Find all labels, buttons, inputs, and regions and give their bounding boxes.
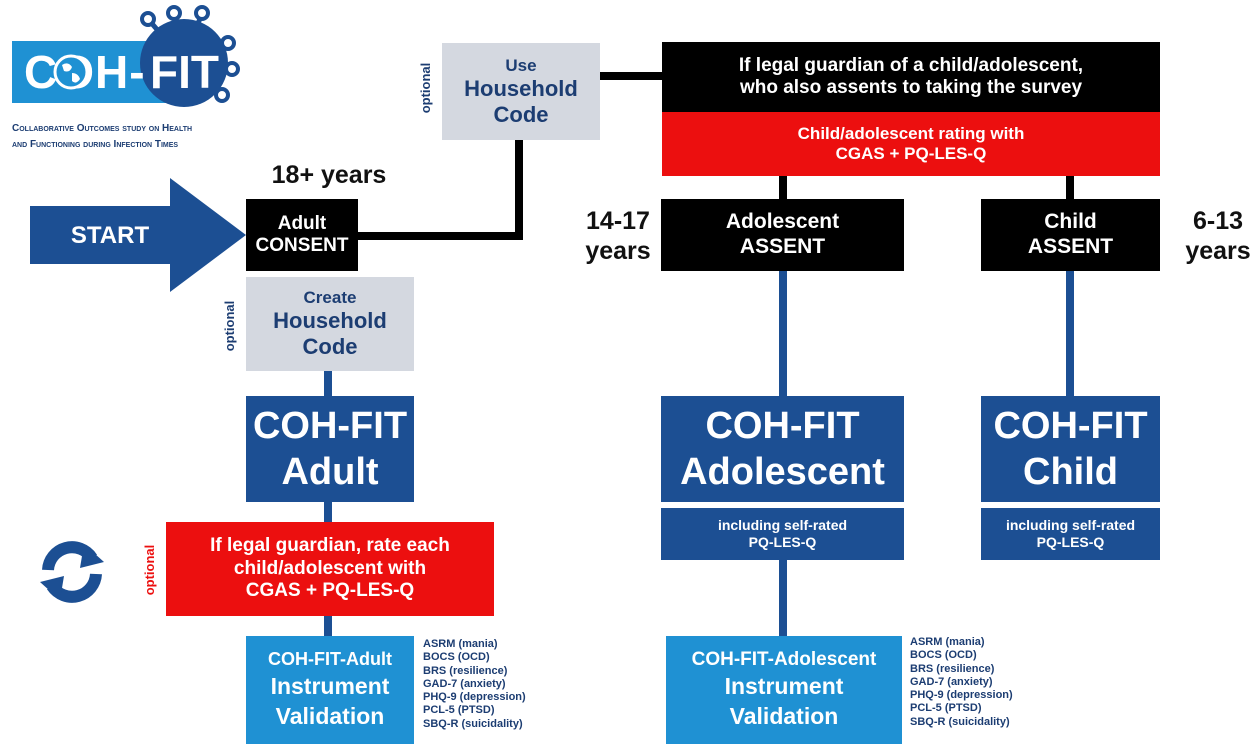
guardian-title-line1: If legal guardian of a child/adolescent,: [738, 54, 1084, 76]
adolescent-self-rated-line1: including self-rated: [717, 517, 848, 534]
create-code-line2: Household: [273, 308, 387, 334]
adult-age-label: 18+ years: [271, 161, 387, 189]
create-code-optional-label: optional: [222, 300, 237, 352]
use-household-code-box: Use Household Code: [442, 43, 600, 140]
child-assent-line2: ASSENT: [1027, 235, 1114, 258]
adult-measures-list: ASRM (mania) BOCS (OCD) BRS (resilience)…: [423, 638, 526, 731]
create-code-line3: Code: [302, 334, 358, 360]
use-code-line2: Household: [464, 75, 578, 101]
adult-guardian-line2: child/adolescent with: [233, 557, 427, 579]
measure-item: PCL-5 (PTSD): [423, 704, 495, 717]
use-code-optional-label: optional: [418, 62, 433, 114]
adult-guardian-line1: If legal guardian, rate each: [210, 535, 450, 557]
adult-consent-line1: Adult: [277, 212, 327, 234]
adolescent-self-rated-line2: PQ-LES-Q: [748, 534, 817, 550]
connector-to-child-assent: [1066, 174, 1074, 200]
connector-adolescent-to-validation: [779, 558, 787, 638]
guardian-rating-line2: CGAS + PQ-LES-Q: [835, 144, 987, 163]
measure-item: GAD-7 (anxiety): [910, 675, 993, 688]
measure-item: SBQ-R (suicidality): [910, 715, 1010, 728]
child-survey-line1: COH-FIT: [993, 404, 1148, 447]
child-assent-box: Child ASSENT: [981, 199, 1160, 271]
connector-adult-survey-to-guardian: [324, 500, 332, 524]
adolescent-survey-line1: COH-FIT: [705, 404, 860, 447]
adult-consent-box: Adult CONSENT: [246, 199, 358, 271]
child-self-rated-line1: including self-rated: [1005, 517, 1136, 534]
start-label: START: [70, 222, 150, 249]
adult-validation-line2: Instrument: [270, 672, 390, 699]
adolescent-age-label: 14-17 years: [578, 206, 658, 266]
adolescent-assent-line1: Adolescent: [725, 210, 840, 234]
adolescent-validation-line3: Validation: [729, 703, 839, 730]
adult-validation-line3: Validation: [275, 702, 385, 729]
adolescent-age-line2: years: [585, 237, 651, 265]
measure-item: PCL-5 (PTSD): [910, 702, 982, 715]
adult-survey-line1: COH-FIT: [252, 404, 408, 447]
measure-item: ASRM (mania): [423, 638, 498, 650]
adolescent-validation-line2: Instrument: [724, 673, 844, 700]
adolescent-assent-box: Adolescent ASSENT: [661, 199, 904, 271]
virus-icon: [140, 5, 240, 107]
guardian-title-line2: who also assents to taking the survey: [739, 77, 1083, 98]
adult-survey-line2: Adult: [281, 451, 379, 493]
connector-to-adolescent-assent: [779, 174, 787, 200]
connector-adult-guardian-to-validation: [324, 614, 332, 638]
adult-guardian-line3: CGAS + PQ-LES-Q: [245, 580, 415, 602]
guardian-title-box: If legal guardian of a child/adolescent,…: [662, 42, 1160, 112]
measure-item: GAD-7 (anxiety): [423, 677, 506, 690]
measure-item: BRS (resilience): [423, 664, 508, 677]
child-self-rated-box: including self-rated PQ-LES-Q: [981, 508, 1160, 560]
arrow-right-icon: [30, 178, 246, 292]
measure-item: PHQ-9 (depression): [423, 691, 526, 704]
child-age-line2: years: [1185, 237, 1251, 265]
guardian-optional-label: optional: [142, 544, 157, 596]
create-code-line1: Create: [303, 288, 357, 308]
adolescent-self-rated-box: including self-rated PQ-LES-Q: [661, 508, 904, 560]
adolescent-survey-box: COH-FIT Adolescent: [661, 396, 904, 502]
measure-item: BRS (resilience): [910, 662, 995, 675]
measure-item: BOCS (OCD): [910, 649, 977, 662]
connector-child-assent-to-survey: [1066, 270, 1074, 398]
adult-consent-line2: CONSENT: [255, 235, 349, 256]
connector-adolescent-assent-to-survey: [779, 270, 787, 398]
refresh-icon: [40, 541, 104, 603]
use-code-line1: Use: [505, 55, 537, 75]
adult-survey-box: COH-FIT Adult: [246, 396, 414, 502]
adolescent-measures-list: ASRM (mania) BOCS (OCD) BRS (resilience)…: [910, 636, 1013, 729]
guardian-rating-box: Child/adolescent rating with CGAS + PQ-L…: [662, 112, 1160, 176]
connector-use-code-to-guardian: [600, 72, 664, 80]
connector-consent-to-use-code: [358, 232, 522, 240]
adolescent-validation-box: COH-FIT-Adolescent Instrument Validation: [666, 636, 902, 744]
adolescent-survey-line2: Adolescent: [680, 451, 885, 493]
measure-item: BOCS (OCD): [423, 651, 490, 664]
adolescent-age-line1: 14-17: [586, 207, 650, 235]
child-survey-box: COH-FIT Child: [981, 396, 1160, 502]
logo-text-right: FIT: [150, 46, 219, 98]
logo-subtitle-line1: Collaborative Outcomes study on Health: [12, 123, 193, 134]
adult-validation-box: COH-FIT-Adult Instrument Validation: [246, 636, 414, 744]
measure-item: ASRM (mania): [910, 636, 985, 648]
measure-item: SBQ-R (suicidality): [423, 717, 523, 730]
connector-use-code-down: [515, 140, 523, 240]
adolescent-validation-line1: COH-FIT-Adolescent: [691, 648, 877, 670]
create-household-code-box: Create Household Code: [246, 277, 414, 371]
adolescent-assent-line2: ASSENT: [739, 235, 826, 258]
child-self-rated-line2: PQ-LES-Q: [1036, 534, 1105, 550]
measure-item: PHQ-9 (depression): [910, 689, 1013, 702]
use-code-line3: Code: [493, 101, 549, 127]
globe-icon: [53, 54, 89, 90]
child-survey-line2: Child: [1023, 451, 1118, 493]
child-age-line1: 6-13: [1192, 207, 1244, 235]
child-assent-line1: Child: [1044, 210, 1097, 234]
guardian-rating-line1: Child/adolescent rating with: [797, 123, 1025, 143]
logo-subtitle-line2: and Functioning during Infection Times: [12, 139, 179, 150]
logo: COH- FIT Collaborative Outcomes study on…: [10, 5, 240, 165]
child-age-label: 6-13 years: [1178, 206, 1258, 266]
adult-guardian-rating-box: If legal guardian, rate each child/adole…: [166, 522, 494, 616]
adult-validation-line1: COH-FIT-Adult: [268, 649, 392, 670]
connector-adult-create-to-survey: [324, 370, 332, 398]
